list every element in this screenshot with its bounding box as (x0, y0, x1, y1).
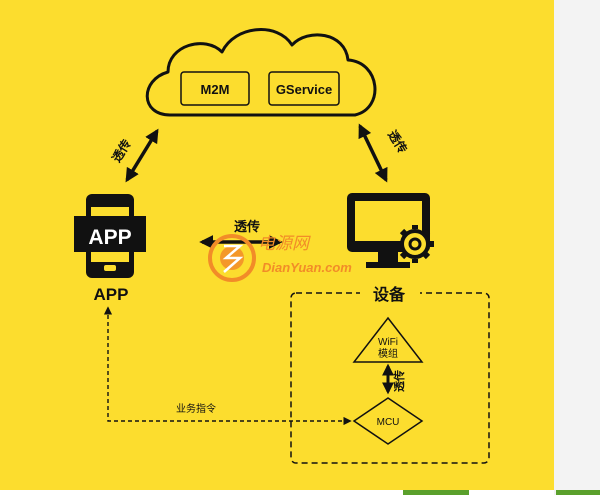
device-boundary (290, 292, 490, 464)
cloud-outline (145, 28, 377, 117)
m2m-label: M2M (201, 82, 230, 97)
bottom-edge-bar (403, 490, 469, 495)
device-caption-backdrop (360, 283, 420, 305)
watermark-en: DianYuan.com (262, 260, 352, 275)
app-caption: APP (94, 285, 129, 304)
app-device-label: 透传 (234, 219, 260, 234)
cloud: M2M GService (145, 28, 377, 117)
smartphone-icon: APP (74, 194, 146, 278)
cloud-app-label: 透传 (108, 136, 133, 164)
business-command-label: 业务指令 (176, 402, 216, 415)
mcu-block (352, 397, 424, 445)
gservice-label: GService (276, 82, 332, 97)
business-command-path (103, 306, 352, 426)
mcu-label: MCU (377, 417, 400, 428)
wifi-module-label-line1: WiFi (378, 337, 398, 348)
gear-icon (396, 225, 434, 263)
wifi-mcu-label: 透传 (392, 370, 406, 392)
wifi-module (352, 316, 424, 363)
page-margin-right (554, 0, 600, 495)
bottom-edge-bar (556, 490, 600, 495)
gservice-box (268, 71, 340, 106)
cloud-device-arrow (358, 123, 388, 183)
m2m-box (180, 71, 250, 106)
wifi-module-label-line2: 模组 (378, 347, 398, 360)
cloud-device-label: 透传 (385, 127, 410, 155)
phone-screen-text: APP (88, 226, 131, 249)
watermark-logo (208, 234, 256, 282)
device-caption: 设备 (373, 285, 406, 304)
watermark-cn: 电源网 (258, 234, 311, 253)
cloud-app-arrow (125, 128, 159, 183)
